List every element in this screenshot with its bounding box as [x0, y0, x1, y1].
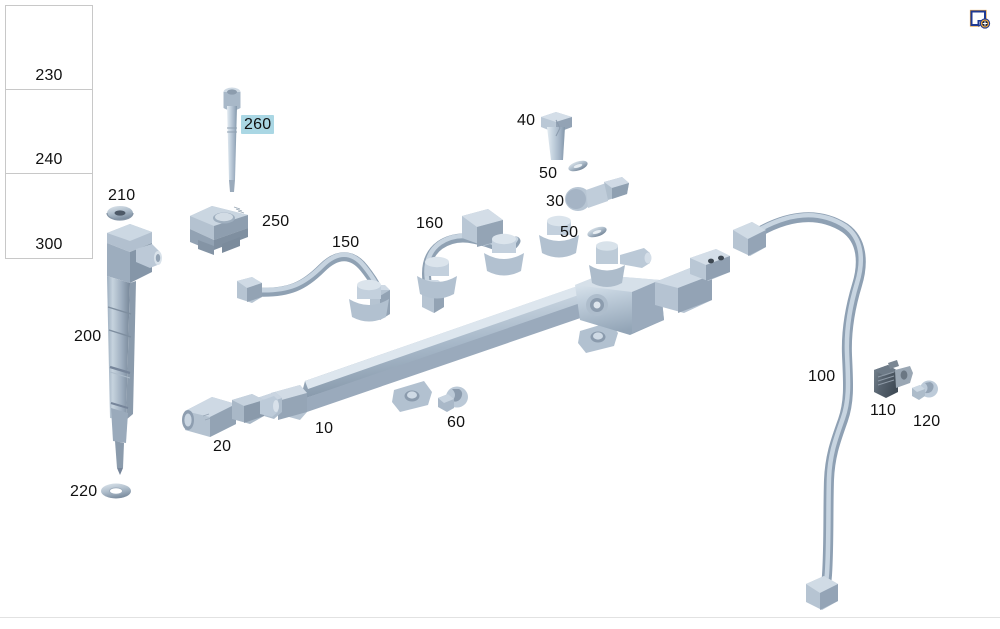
callout-40[interactable]: 40 — [517, 112, 536, 129]
callout-210[interactable]: 210 — [108, 187, 136, 204]
expand-zoom-icon[interactable] — [966, 6, 992, 32]
callout-60[interactable]: 60 — [447, 414, 466, 431]
part-20-pressure-sensor — [182, 394, 279, 437]
part-260-bolt — [223, 87, 241, 192]
callout-110[interactable]: 110 — [870, 402, 897, 419]
callout-20[interactable]: 20 — [213, 438, 232, 455]
legend-cell-300[interactable]: 300 — [6, 174, 92, 258]
callout-30[interactable]: 30 — [546, 193, 565, 210]
callout-100[interactable]: 100 — [808, 368, 836, 385]
callout-50-upper[interactable]: 50 — [539, 165, 558, 182]
part-40-banjo-bolt — [541, 112, 572, 160]
legend-cell-230[interactable]: 230 — [6, 6, 92, 90]
part-220-sealing-washer — [101, 483, 131, 499]
legend-cell-240[interactable]: 240 — [6, 90, 92, 174]
part-100-high-pressure-line — [733, 212, 866, 610]
callout-220[interactable]: 220 — [70, 483, 98, 500]
part-120-clamp-bolt — [912, 380, 938, 400]
part-50-lower-seal — [587, 226, 607, 238]
part-60-bolt — [438, 386, 468, 412]
callout-260-selected[interactable]: 260 — [241, 115, 275, 134]
part-10-fuel-rail — [253, 215, 730, 420]
part-250-injector-clamp — [190, 206, 248, 255]
callout-250[interactable]: 250 — [262, 213, 290, 230]
legend-label-230: 230 — [35, 67, 63, 84]
callout-150[interactable]: 150 — [332, 234, 360, 251]
footer-divider — [0, 617, 1000, 618]
legend-label-240: 240 — [35, 151, 63, 168]
legend-panel: 230 240 300 — [5, 5, 93, 259]
part-110-line-clamp — [874, 360, 913, 398]
part-200-injector — [107, 224, 162, 475]
legend-label-300: 300 — [35, 236, 63, 253]
legend-thumb-230 — [6, 10, 92, 62]
callout-10[interactable]: 10 — [315, 420, 334, 437]
callout-200[interactable]: 200 — [74, 328, 102, 345]
legend-thumb-240 — [6, 94, 92, 146]
part-50-upper-seal — [568, 160, 588, 172]
part-30-connector — [565, 177, 629, 211]
callout-50-lower[interactable]: 50 — [560, 224, 579, 241]
callout-160[interactable]: 160 — [416, 215, 444, 232]
legend-thumb-300 — [6, 178, 92, 230]
callout-120[interactable]: 120 — [913, 413, 941, 430]
part-210-o-ring — [106, 206, 134, 221]
